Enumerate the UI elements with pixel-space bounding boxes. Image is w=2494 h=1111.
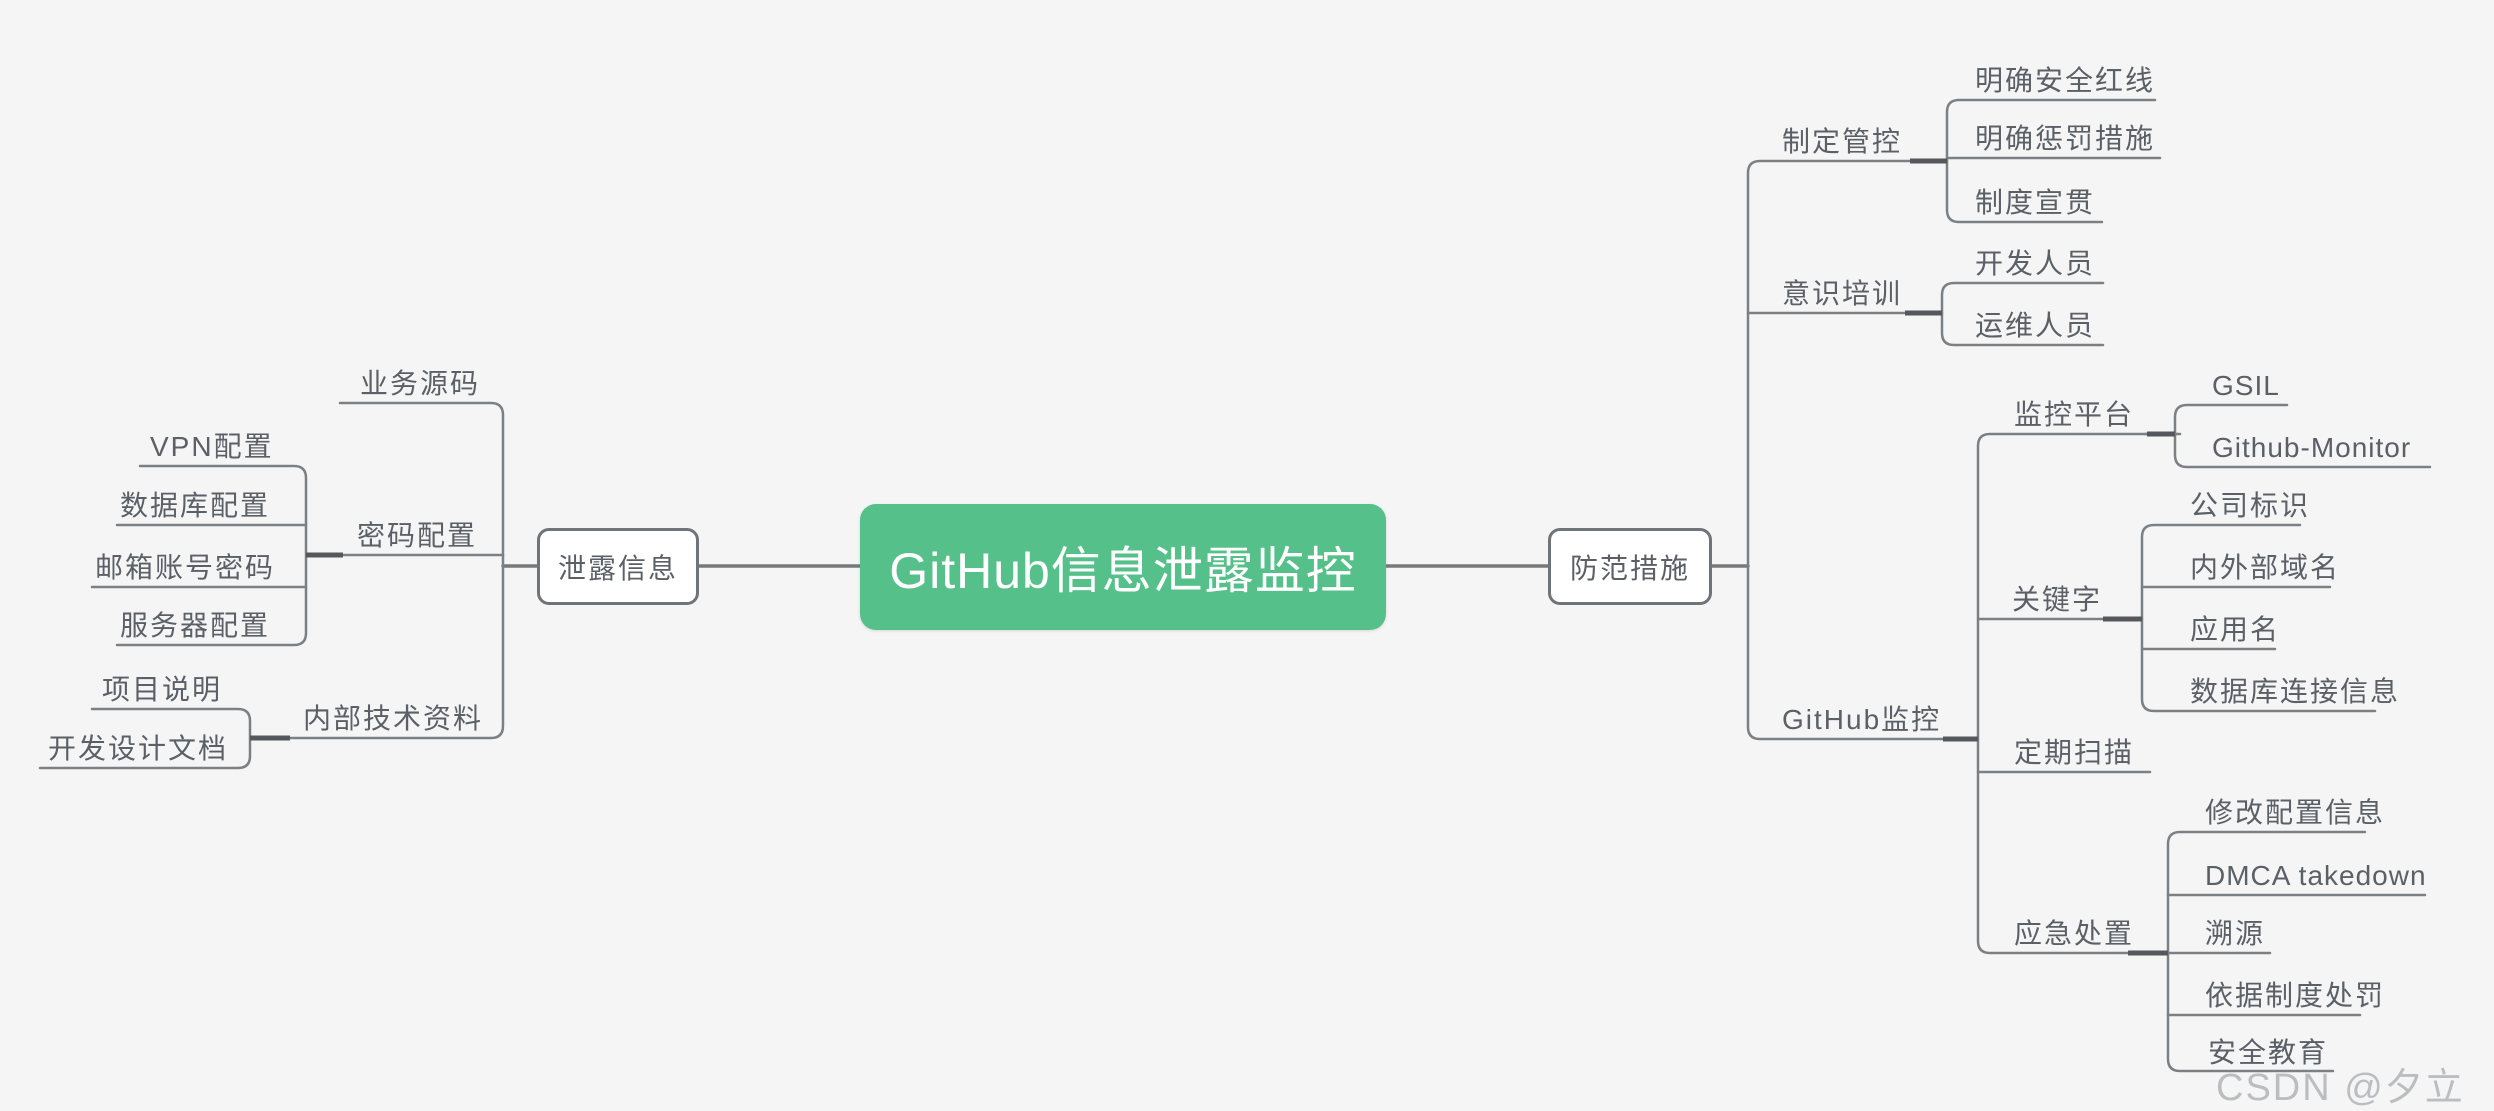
topic-github-monitoring[interactable]: GitHub监控 [1782,704,1942,735]
topic-emergency-response[interactable]: 应急处置 [2014,918,2135,949]
topic-policy-promotion[interactable]: 制度宣贯 [1975,187,2096,218]
topic-project-description[interactable]: 项目说明 [102,674,223,705]
topic-dmca-takedown[interactable]: DMCA takedown [2205,860,2427,891]
topic-establish-controls[interactable]: 制定管控 [1782,126,1903,157]
topic-developers[interactable]: 开发人员 [1975,248,2096,279]
main-topic-prevention[interactable]: 防范措施 [1548,528,1712,605]
topic-password-config[interactable]: 密码配置 [357,520,478,551]
topic-email-account-password[interactable]: 邮箱账号密码 [95,552,276,583]
topic-modify-config[interactable]: 修改配置信息 [2205,797,2386,828]
topic-vpn-config[interactable]: VPN配置 [150,431,274,462]
topic-punishment-measures[interactable]: 明确惩罚措施 [1975,123,2156,154]
root-topic[interactable]: GitHub信息泄露监控 [860,504,1386,630]
topic-database-config[interactable]: 数据库配置 [120,490,271,521]
topic-github-monitor-tool[interactable]: Github-Monitor [2212,432,2412,463]
topic-security-redline[interactable]: 明确安全红线 [1975,65,2156,96]
topic-awareness-training[interactable]: 意识培训 [1782,278,1903,309]
topic-db-connection-info[interactable]: 数据库连接信息 [2190,676,2401,707]
topic-punish-per-policy[interactable]: 依据制度处罚 [2205,980,2386,1011]
topic-company-identifier[interactable]: 公司标识 [2190,490,2311,521]
junction-stubs [250,158,2175,956]
topic-app-name[interactable]: 应用名 [2190,614,2281,645]
topic-monitoring-platform[interactable]: 监控平台 [2014,399,2135,430]
topic-internal-tech-docs[interactable]: 内部技术资料 [303,703,484,734]
topic-business-source[interactable]: 业务源码 [360,368,481,399]
topic-ops-staff[interactable]: 运维人员 [1975,310,2096,341]
watermark: CSDN @夕立 [2216,1067,2465,1109]
topic-keywords[interactable]: 关键字 [2012,584,2103,615]
topic-security-education[interactable]: 安全教育 [2208,1037,2329,1068]
topic-trace-source[interactable]: 溯源 [2205,918,2266,949]
topic-server-config[interactable]: 服务器配置 [120,610,271,641]
topic-dev-design-docs[interactable]: 开发设计文档 [48,733,229,764]
main-topic-leaked-info[interactable]: 泄露信息 [537,528,699,605]
topic-domains[interactable]: 内外部域名 [2190,552,2341,583]
topic-periodic-scan[interactable]: 定期扫描 [2014,737,2135,768]
topic-gsil[interactable]: GSIL [2212,370,2280,401]
